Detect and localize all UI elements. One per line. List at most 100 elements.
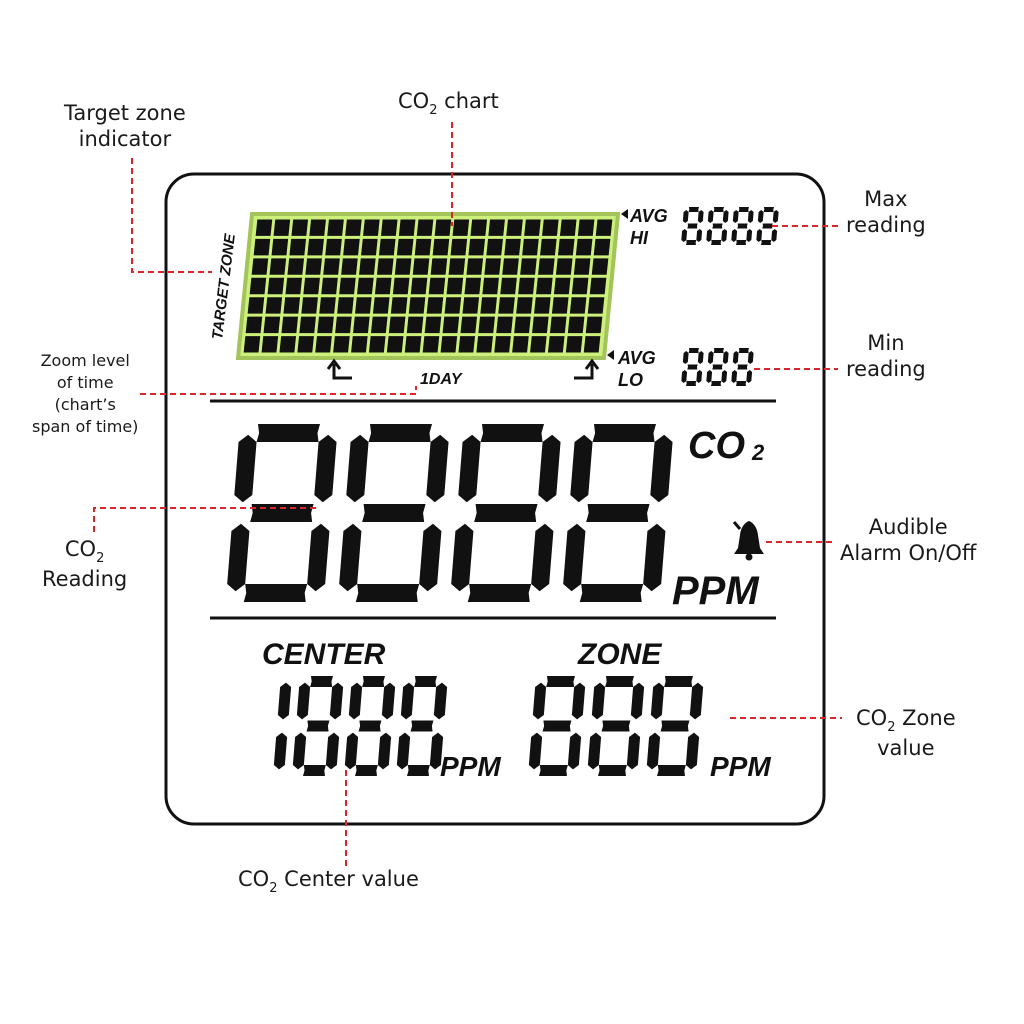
lcd-segment [410, 720, 434, 732]
callout-co2-chart: CO2 chart [398, 88, 499, 118]
chart-cell [524, 219, 541, 236]
lcd-segment [451, 523, 474, 592]
lcd-segment [243, 584, 308, 602]
chart-cell [585, 316, 603, 334]
chart-cell [506, 219, 523, 236]
lcd-segment [746, 229, 753, 242]
lcd-digit [706, 207, 729, 245]
arrow-right-icon [574, 358, 600, 380]
chart-cell [309, 219, 326, 236]
chart-cell [434, 219, 452, 236]
lcd-segment [685, 240, 697, 245]
chart-cell [357, 277, 374, 295]
lcd-segment [737, 364, 748, 370]
chart-cell [303, 277, 320, 295]
triangle-pointer-icon [621, 209, 628, 219]
chart-cell [514, 316, 531, 334]
lcd-segment [368, 424, 432, 442]
lcd-segment [325, 732, 340, 770]
ppm-main-label: PPM [672, 569, 760, 613]
lcd-segment [605, 676, 634, 687]
lcd-segment [310, 676, 333, 687]
chart-cell [341, 258, 358, 275]
callout-center-value-prefix: CO [238, 867, 270, 891]
chart-cell [551, 297, 569, 314]
chart-cell [301, 297, 318, 314]
lcd-segment [722, 210, 729, 223]
callout-target-zone: Target zone indicator [64, 100, 186, 152]
chart-cell [261, 336, 279, 353]
chart-cell [273, 219, 291, 236]
lcd-segment [685, 732, 700, 770]
lcd-segment [256, 424, 320, 442]
lcd-digit [587, 676, 645, 776]
lcd-digit [339, 424, 449, 602]
chart-cell [530, 336, 547, 353]
lcd-segment [458, 434, 481, 503]
chart-cell [339, 277, 356, 295]
lcd-segment [756, 229, 763, 242]
lcd-segment [688, 207, 699, 212]
chart-cell [540, 238, 557, 256]
triangle-pointer-icon [607, 350, 614, 360]
chart-cell [450, 238, 468, 256]
lcd-segment [381, 682, 396, 720]
callout-audible-alarm: Audible Alarm On/Off [840, 514, 976, 566]
callout-zone-value-line1: CO2 Zone [856, 705, 956, 735]
avg-hi-avg: AVG [629, 206, 668, 226]
chart-cell [571, 277, 589, 295]
min-reading-digits [681, 348, 754, 386]
chart-cell [498, 297, 515, 314]
chart-cell [345, 219, 362, 236]
lcd-segment [771, 229, 778, 242]
chart-cell [299, 316, 316, 334]
chart-cell [392, 277, 410, 295]
lcd-segment [682, 351, 689, 364]
chart-cell [466, 258, 484, 275]
lcd-segment [762, 223, 773, 229]
callout-co2-chart-sub: 2 [429, 102, 438, 118]
chart-cell [325, 238, 342, 256]
chart-cell [323, 258, 340, 275]
lcd-segment [706, 229, 713, 242]
chart-cell [480, 297, 497, 314]
chart-cell [478, 316, 495, 334]
lcd-segment [528, 732, 543, 770]
zone-value-digits [528, 676, 704, 776]
lcd-segment [348, 682, 363, 720]
lcd-segment [721, 370, 728, 383]
callout-co2-reading-line2: Reading [42, 567, 128, 591]
lcd-segment [710, 240, 722, 245]
lcd-segment [710, 381, 722, 386]
chart-cell [243, 336, 261, 353]
lcd-segment [687, 364, 698, 370]
chart-cell [351, 336, 368, 353]
lcd-segment [737, 223, 748, 229]
ppm-zone-label: PPM [710, 751, 771, 782]
chart-cell [386, 336, 404, 353]
lcd-segment [712, 223, 723, 229]
chart-cell [595, 219, 613, 236]
chart-cell [412, 258, 430, 275]
chart-cell [368, 336, 386, 353]
lcd-segment [329, 682, 344, 720]
leader-target-zone [131, 158, 212, 273]
chart-cell [470, 219, 488, 236]
lcd-segment [314, 434, 337, 503]
lcd-segment [362, 676, 385, 687]
lcd-segment [732, 210, 739, 223]
chart-cell [281, 316, 299, 334]
chart-cell [253, 238, 271, 256]
lcd-segment [358, 720, 382, 732]
lcd-digit [396, 676, 448, 776]
chart-cell [442, 316, 460, 334]
chart-cell [486, 238, 503, 256]
callout-target-zone-line2: indicator [78, 127, 172, 151]
chart-cell [361, 238, 378, 256]
chart-cell [591, 258, 609, 275]
lcd-segment [542, 720, 572, 732]
chart-cell [460, 316, 478, 334]
chart-cell [444, 297, 462, 314]
chart-cell [333, 336, 350, 353]
lcd-segment [763, 207, 774, 212]
